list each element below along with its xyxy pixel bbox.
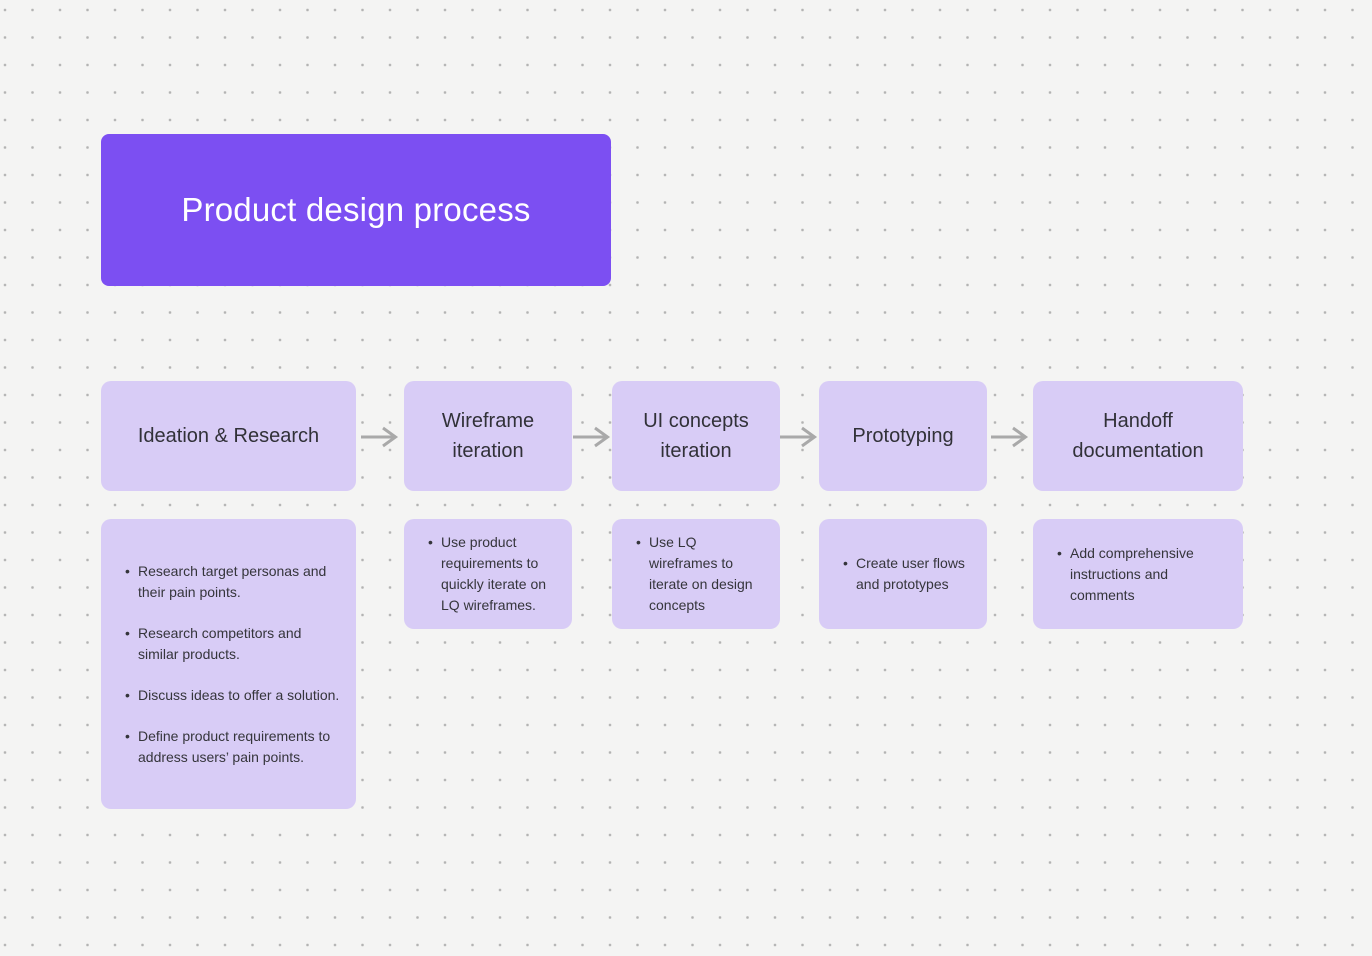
stage-title: UI concepts iteration <box>643 410 749 462</box>
bullet-text: Research target personas and their pain … <box>138 562 327 600</box>
notes-card-ui-concepts-iteration[interactable]: Use LQ wireframes to iterate on design c… <box>612 519 780 629</box>
bullet-text: Add comprehensive instructions and comme… <box>1070 544 1194 603</box>
stage-card-prototyping[interactable]: Prototyping <box>819 381 987 491</box>
bullet-text: Create user flows and prototypes <box>856 555 965 592</box>
bullet-text: Define product requirements to address u… <box>138 727 331 765</box>
stage-title: Prototyping <box>852 425 954 447</box>
title-card[interactable]: Product design process <box>101 134 611 286</box>
bullet-list: Use LQ wireframes to iterate on design c… <box>612 532 768 616</box>
bullet-list: Research target personas and their pain … <box>101 561 344 768</box>
right-arrow-icon[interactable] <box>779 425 819 449</box>
stage-title: Wireframe iteration <box>441 410 535 462</box>
bullet-item: Discuss ideas to offer a solution. <box>101 685 344 706</box>
bullet-text: Research competitors and similar product… <box>138 624 302 662</box>
bullet-text: Discuss ideas to offer a solution. <box>138 686 340 703</box>
stage-card-ideation-research[interactable]: Ideation & Research <box>101 381 356 491</box>
bullet-item: Create user flows and prototypes <box>819 553 975 595</box>
bullet-list: Add comprehensive instructions and comme… <box>1033 543 1231 606</box>
title-card-label: Product design process <box>181 191 531 228</box>
notes-card-ideation-research[interactable]: Research target personas and their pain … <box>101 519 356 809</box>
stage-card-wireframe-iteration[interactable]: Wireframe iteration <box>404 381 572 491</box>
notes-card-prototyping[interactable]: Create user flows and prototypes <box>819 519 987 629</box>
bullet-item: Use LQ wireframes to iterate on design c… <box>612 532 768 616</box>
bullet-item: Add comprehensive instructions and comme… <box>1033 543 1231 606</box>
notes-card-handoff-documentation[interactable]: Add comprehensive instructions and comme… <box>1033 519 1243 629</box>
notes-card-wireframe-iteration[interactable]: Use product requirements to quickly iter… <box>404 519 572 629</box>
stage-card-handoff-documentation[interactable]: Handoff documentation <box>1033 381 1243 491</box>
bullet-item: Research competitors and similar product… <box>101 623 344 665</box>
right-arrow-icon[interactable] <box>990 425 1030 449</box>
stage-title: Handoff documentation <box>1072 410 1204 462</box>
stage-title: Ideation & Research <box>137 425 320 447</box>
right-arrow-icon[interactable] <box>360 425 400 449</box>
bullet-item: Use product requirements to quickly iter… <box>404 532 560 616</box>
right-arrow-icon[interactable] <box>572 425 612 449</box>
bullet-list: Use product requirements to quickly iter… <box>404 532 560 616</box>
bullet-list: Create user flows and prototypes <box>819 553 975 595</box>
bullet-text: Use product requirements to quickly iter… <box>441 534 547 613</box>
stage-card-ui-concepts-iteration[interactable]: UI concepts iteration <box>612 381 780 491</box>
bullet-text: Use LQ wireframes to iterate on design c… <box>649 534 753 613</box>
bullet-item: Define product requirements to address u… <box>101 726 344 768</box>
bullet-item: Research target personas and their pain … <box>101 561 344 603</box>
